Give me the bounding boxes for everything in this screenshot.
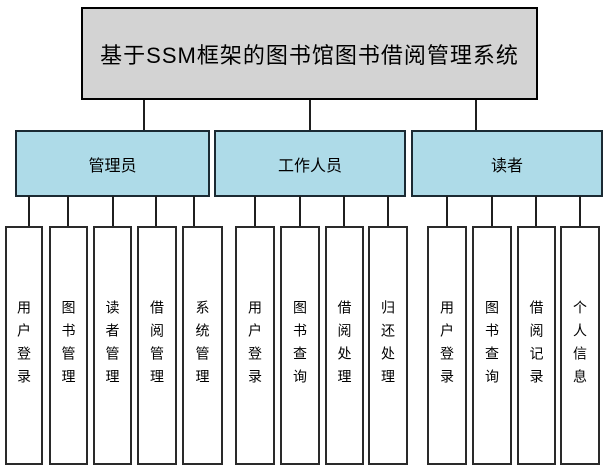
- leaf-node-user-login-admin: 用户登录: [5, 226, 43, 465]
- leaf-node-label: 用户登录: [16, 299, 32, 392]
- leaf-node-system-management: 系统管理: [182, 226, 223, 465]
- leaf-node-book-management: 图书管理: [49, 226, 88, 465]
- leaf-node-return-processing: 归还处理: [368, 226, 408, 465]
- leaf-node-personal-info: 个人信息: [560, 226, 600, 465]
- leaf-node-book-query-reader: 图书查询: [472, 226, 512, 465]
- root-node-system-title: 基于SSM框架的图书馆图书借阅管理系统: [81, 7, 538, 100]
- connector-admin-child-4: [155, 196, 157, 227]
- connector-reader-child-1: [446, 196, 448, 227]
- connector-root-to-staff: [309, 100, 311, 131]
- connector-reader-child-2: [491, 196, 493, 227]
- leaf-node-user-login-reader: 用户登录: [427, 226, 467, 465]
- branch-node-label: 管理员: [88, 157, 137, 175]
- connector-reader-child-4: [579, 196, 581, 227]
- leaf-node-book-query-staff: 图书查询: [280, 226, 320, 465]
- leaf-node-reader-management: 读者管理: [93, 226, 132, 465]
- leaf-node-label: 借阅处理: [336, 299, 353, 392]
- leaf-node-borrow-processing: 借阅处理: [325, 226, 364, 465]
- leaf-node-label: 归还处理: [380, 299, 396, 392]
- leaf-node-label: 用户登录: [247, 299, 263, 392]
- leaf-node-label: 借阅管理: [149, 299, 165, 392]
- leaf-node-label: 借阅记录: [528, 299, 545, 392]
- connector-root-to-admin: [143, 100, 145, 131]
- leaf-node-label: 图书查询: [484, 299, 500, 392]
- leaf-node-label: 读者管理: [104, 299, 121, 392]
- leaf-node-borrow-records: 借阅记录: [517, 226, 556, 465]
- connector-staff-child-4: [387, 196, 389, 227]
- connector-admin-child-3: [112, 196, 114, 227]
- root-node-label: 基于SSM框架的图书馆图书借阅管理系统: [100, 42, 519, 68]
- connector-reader-child-3: [535, 196, 537, 227]
- connector-staff-child-1: [254, 196, 256, 227]
- connector-admin-child-1: [28, 196, 30, 227]
- branch-node-admin: 管理员: [15, 130, 210, 197]
- branch-node-label: 工作人员: [277, 157, 342, 175]
- leaf-node-user-login-staff: 用户登录: [235, 226, 275, 465]
- connector-admin-child-5: [193, 196, 195, 227]
- connector-staff-child-2: [299, 196, 301, 227]
- leaf-node-label: 图书查询: [292, 299, 308, 392]
- leaf-node-label: 系统管理: [194, 299, 211, 392]
- connector-staff-child-3: [343, 196, 345, 227]
- branch-node-label: 读者: [490, 157, 523, 175]
- connector-root-to-reader: [475, 100, 477, 131]
- branch-node-reader: 读者: [411, 130, 603, 197]
- leaf-node-label: 个人信息: [572, 299, 588, 392]
- leaf-node-borrow-management: 借阅管理: [137, 226, 177, 465]
- leaf-node-label: 图书管理: [60, 299, 77, 392]
- connector-admin-child-2: [67, 196, 69, 227]
- branch-node-staff: 工作人员: [214, 130, 406, 197]
- leaf-node-label: 用户登录: [439, 299, 455, 392]
